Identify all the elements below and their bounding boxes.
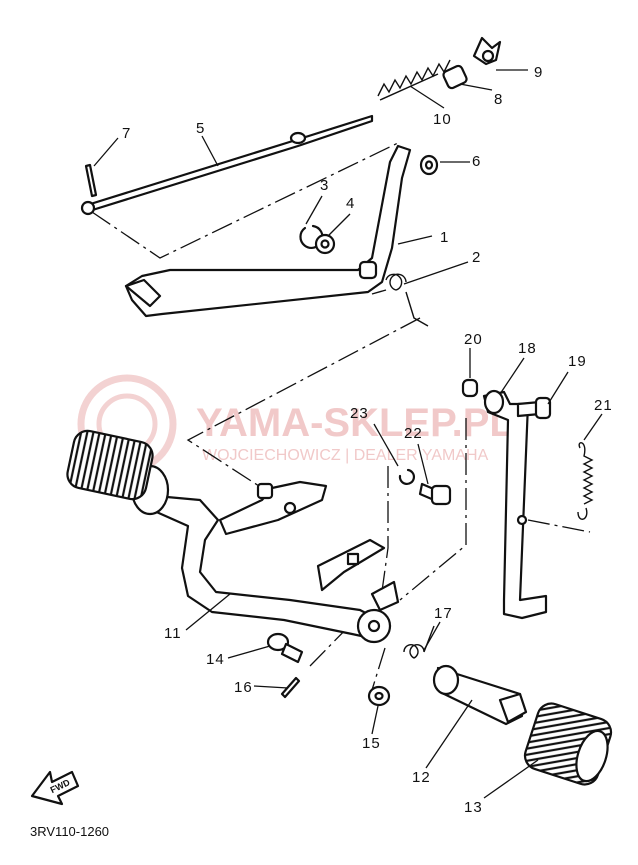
fwd-arrow: FWD [30, 770, 80, 806]
label-21: 21 [594, 397, 613, 414]
label-17: 17 [434, 605, 453, 622]
label-20: 20 [464, 331, 483, 348]
label-5: 5 [196, 120, 205, 137]
label-1: 1 [440, 229, 449, 246]
part-washer-15 [367, 685, 391, 707]
part-bolt-22 [418, 482, 452, 506]
label-8: 8 [494, 91, 503, 108]
label-23: 23 [350, 405, 369, 422]
label-13: 13 [464, 799, 483, 816]
part-side-stand [482, 389, 548, 620]
part-clip-23 [398, 468, 415, 485]
label-9: 9 [534, 64, 543, 81]
part-washer-6 [419, 154, 439, 176]
watermark-sub: WOJCIECHOWICZ | DEALER YAMAHA [202, 447, 489, 464]
label-2: 2 [472, 249, 481, 266]
part-collar [461, 378, 479, 398]
diagram-code: 3RV110-1260 [30, 824, 109, 839]
part-shaft [432, 664, 528, 726]
part-spring-10 [377, 59, 451, 101]
part-cotter-pin-16 [280, 676, 301, 699]
label-15: 15 [362, 735, 381, 752]
watermark: YAMA-SKLEP.PL WOJCIECHOWICZ | DEALER YAM… [77, 374, 514, 474]
label-22: 22 [404, 425, 423, 442]
label-6: 6 [472, 153, 481, 170]
part-nut-8 [442, 64, 468, 90]
part-spring-17 [403, 625, 435, 659]
label-11: 11 [164, 625, 182, 642]
part-footrest-rubber [523, 702, 613, 786]
part-wing-nut [472, 36, 502, 66]
part-washer-4 [314, 233, 336, 255]
part-brake-pedal [124, 144, 412, 318]
label-12: 12 [412, 769, 431, 786]
leader-lines [93, 69, 603, 799]
part-pin-14 [266, 632, 304, 664]
part-spring-2 [371, 273, 429, 327]
label-7: 7 [122, 125, 131, 142]
part-labels: 7 5 9 8 10 6 3 4 1 2 20 18 19 21 23 22 1… [122, 64, 613, 816]
label-4: 4 [346, 195, 355, 212]
label-18: 18 [518, 340, 537, 357]
part-spring-21 [577, 442, 594, 520]
part-bolt-19 [516, 396, 552, 420]
label-10: 10 [433, 111, 452, 128]
part-main-stand [66, 429, 400, 644]
part-rod [80, 114, 374, 216]
label-14: 14 [206, 651, 225, 668]
label-16: 16 [234, 679, 253, 696]
part-cotter-pin [84, 163, 98, 198]
label-19: 19 [568, 353, 587, 370]
label-3: 3 [320, 177, 329, 194]
